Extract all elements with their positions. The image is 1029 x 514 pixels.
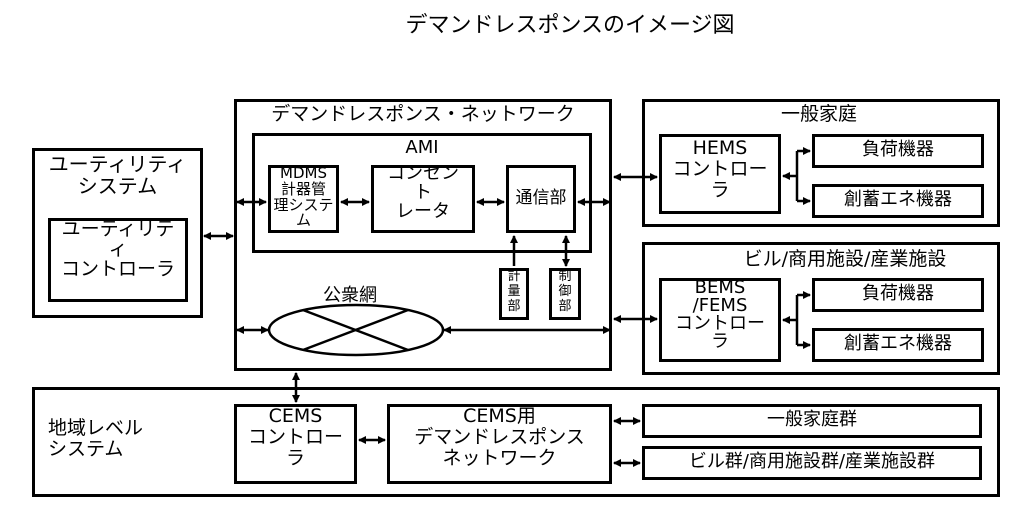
ami-label: AMI	[405, 137, 439, 158]
home-load-label: 負荷機器	[862, 139, 934, 160]
cems-controller-label: CEMS コントロー ラ	[247, 405, 343, 469]
building-label: ビル/商用施設/産業施設	[743, 248, 947, 270]
building-gen-box[interactable]	[812, 328, 984, 362]
buildings-group-label: ビル群/商用施設群/産業施設群	[688, 451, 936, 472]
buildings-group-box[interactable]	[642, 446, 982, 480]
control-unit-box[interactable]	[549, 268, 581, 320]
metering-unit-label: 計 量 部	[507, 269, 521, 314]
cems-controller-box[interactable]	[234, 404, 357, 484]
diagram-title: デマンドレスポンスのイメージ図	[405, 13, 735, 38]
public-network-icon	[267, 303, 445, 357]
utility-controller-label: ユーティリテ ィ コントローラ	[60, 218, 175, 280]
concentrator-label: コンセン ト レータ	[387, 165, 459, 222]
bems-controller-label: BEMS /FEMS コントロー ラ	[675, 277, 765, 352]
comm-unit-label: 通信部	[515, 188, 567, 208]
bems-controller-box[interactable]	[659, 278, 781, 362]
home-load-box[interactable]	[812, 134, 984, 168]
comm-unit-box[interactable]	[506, 165, 576, 233]
building-load-label: 負荷機器	[862, 283, 934, 304]
metering-unit-box[interactable]	[499, 268, 529, 320]
public-network-label: 公衆網	[323, 285, 377, 306]
control-unit-label: 制 御 部	[558, 269, 572, 314]
homes-group-label: 一般家庭群	[767, 409, 857, 430]
homes-group-box[interactable]	[642, 404, 982, 438]
utility-system-label: ユーティリティ システム	[48, 152, 187, 199]
building-gen-label: 創蓄エネ機器	[844, 333, 952, 354]
regional-system-label: 地域レベル システム	[48, 417, 144, 461]
home-gen-box[interactable]	[812, 184, 984, 218]
home-gen-label: 創蓄エネ機器	[844, 189, 952, 210]
utility-controller-box[interactable]	[48, 218, 188, 302]
cems-network-box[interactable]	[387, 404, 612, 484]
mdms-label: MDMS 計器管 理システム	[273, 166, 334, 230]
concentrator-box[interactable]	[371, 165, 475, 233]
cems-network-label: CEMS用 デマンドレスポンス ネットワーク	[414, 405, 585, 469]
home-label: 一般家庭	[780, 103, 857, 125]
hems-controller-box[interactable]	[659, 134, 781, 214]
building-load-box[interactable]	[812, 278, 984, 312]
dr-network-label: デマンドレスポンス・ネットワーク	[271, 103, 575, 125]
mdms-box[interactable]	[268, 165, 339, 233]
hems-controller-label: HEMS コントロー ラ	[672, 137, 768, 201]
